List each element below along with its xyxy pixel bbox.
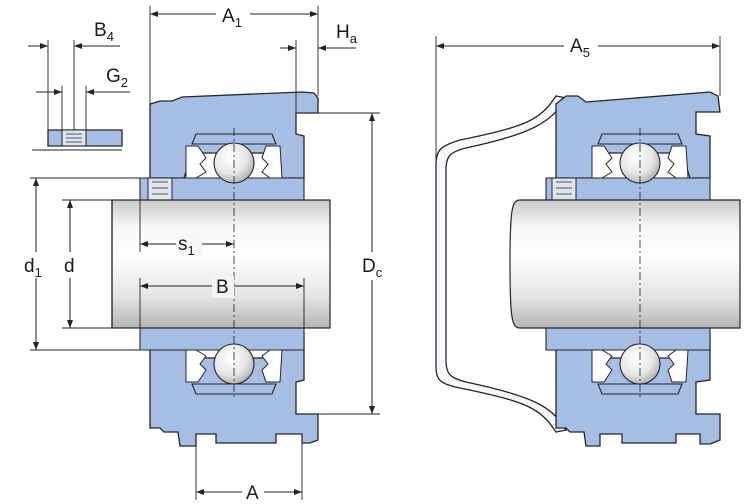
seal-upper-right xyxy=(261,145,283,179)
inner-ring-lower xyxy=(139,327,305,351)
label-G2: G2 xyxy=(106,66,128,90)
label-d: d xyxy=(64,256,75,277)
label-Dc: Dc xyxy=(362,256,383,280)
seal-upper-left xyxy=(185,145,207,179)
left-view xyxy=(111,91,331,447)
label-B: B xyxy=(216,277,229,298)
label-s1: s1 xyxy=(178,234,195,258)
label-A: A xyxy=(246,483,259,504)
grub-screw xyxy=(147,177,173,201)
seal-lower-left xyxy=(185,349,207,383)
label-A5: A5 xyxy=(570,36,590,60)
right-view xyxy=(435,91,741,447)
seal-lower-right xyxy=(261,349,283,383)
label-B4: B4 xyxy=(94,20,114,44)
shaft xyxy=(111,199,331,329)
end-cap xyxy=(435,95,568,433)
label-A1: A1 xyxy=(222,6,242,30)
grub-screw-detail xyxy=(32,129,123,151)
label-Ha: Ha xyxy=(336,22,358,46)
label-d1: d1 xyxy=(24,256,42,280)
dimension-labels: A1 Ha B4 G2 d1 d s1 B Dc A A5 xyxy=(22,2,598,504)
shaft-right xyxy=(509,199,741,329)
